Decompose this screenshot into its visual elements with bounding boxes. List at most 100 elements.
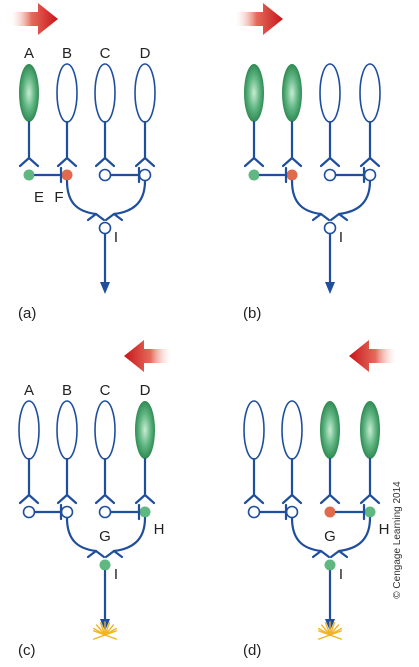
panel-b: I (b) — [235, 3, 381, 322]
ganglion-synapse-right — [104, 549, 124, 559]
burst-ray — [318, 630, 331, 636]
receptor-active — [360, 401, 380, 459]
convergent-axon-left — [65, 516, 98, 553]
bipolar-node-inactive — [60, 505, 74, 519]
ganglion-synapse-right — [329, 549, 349, 559]
ganglion-label: I — [114, 229, 118, 246]
receptor-inactive — [94, 400, 116, 460]
synapse-cup — [134, 156, 156, 168]
bipolar-node-green — [139, 506, 151, 518]
receptor-label: B — [62, 45, 72, 62]
stimulus-arrow-right-icon — [235, 3, 283, 35]
convergent-axon-left — [65, 179, 98, 216]
ganglion-label: I — [339, 566, 343, 583]
receptor-label: A — [24, 45, 34, 62]
output-arrowhead-icon — [100, 282, 110, 294]
ganglion-node-active — [99, 559, 111, 571]
burst-ray — [329, 622, 336, 636]
synapse-cup — [134, 493, 156, 505]
output-arrowhead-icon — [325, 282, 335, 294]
ganglion-label: I — [339, 229, 343, 246]
receptor-active — [244, 64, 264, 122]
bipolar-node-inactive — [363, 168, 377, 182]
receptor-label: C — [100, 45, 111, 62]
burst-ray — [324, 622, 331, 636]
receptor-label: B — [62, 382, 72, 399]
burst-ray — [329, 630, 342, 636]
synapse-cup — [56, 493, 78, 505]
receptor-label: D — [140, 382, 151, 399]
node-label: G — [324, 528, 336, 545]
node-label: E — [34, 189, 44, 206]
synapse-cup — [319, 493, 341, 505]
panel-caption: (c) — [18, 642, 36, 659]
burst-ray — [93, 634, 106, 640]
bipolar-node-red — [61, 169, 73, 181]
synapse-cup — [359, 156, 381, 168]
convergent-axon-right — [112, 179, 147, 216]
receptor-inactive — [243, 400, 265, 460]
bipolar-node-inactive — [138, 168, 152, 182]
firing-burst-icon — [93, 621, 117, 640]
bipolar-node-inactive — [98, 168, 112, 182]
panel-caption: (d) — [243, 642, 261, 659]
synapse-cup — [243, 493, 265, 505]
burst-ray — [104, 630, 117, 636]
burst-ray — [318, 634, 331, 640]
receptor-active — [135, 401, 155, 459]
bipolar-node-inactive — [22, 505, 36, 519]
synapse-cup — [56, 156, 78, 168]
receptor-inactive — [319, 63, 341, 123]
panel-caption: (b) — [243, 305, 261, 322]
ganglion-node-active — [324, 559, 336, 571]
synapse-cup — [18, 493, 40, 505]
receptor-label: D — [140, 45, 151, 62]
burst-ray — [329, 624, 340, 636]
synapse-cup — [281, 493, 303, 505]
convergent-axon-left — [290, 516, 323, 553]
ganglion-synapse-left — [86, 212, 106, 222]
bipolar-node-green — [364, 506, 376, 518]
synapse-cup — [94, 493, 116, 505]
bipolar-node-green — [23, 169, 35, 181]
ganglion-synapse-right — [104, 212, 124, 222]
receptor-inactive — [56, 63, 78, 123]
burst-ray — [104, 624, 115, 636]
ganglion-synapse-left — [311, 212, 331, 222]
receptor-active — [320, 401, 340, 459]
ganglion-synapse-right — [329, 212, 349, 222]
synapse-cup — [243, 156, 265, 168]
bipolar-node-inactive — [98, 505, 112, 519]
burst-ray — [95, 624, 106, 636]
stimulus-arrow-left-icon — [349, 340, 397, 372]
burst-ray — [104, 634, 117, 640]
firing-burst-icon — [318, 621, 342, 640]
receptor-label: A — [24, 382, 34, 399]
burst-ray — [329, 634, 342, 640]
receptor-inactive — [281, 400, 303, 460]
synapse-cup — [18, 156, 40, 168]
node-label: G — [99, 528, 111, 545]
convergent-axon-right — [337, 516, 372, 553]
ganglion-synapse-left — [311, 549, 331, 559]
stimulus-arrow-right-icon — [10, 3, 58, 35]
receptor-active — [282, 64, 302, 122]
node-label: H — [154, 521, 165, 538]
receptor-inactive — [56, 400, 78, 460]
burst-ray — [104, 622, 111, 636]
bipolar-node-red — [286, 169, 298, 181]
burst-ray — [99, 622, 106, 636]
bipolar-node-inactive — [323, 168, 337, 182]
convergent-axon-left — [290, 179, 323, 216]
node-label: H — [379, 521, 390, 538]
ganglion-node-inactive — [323, 221, 337, 235]
synapse-cup — [359, 493, 381, 505]
synapse-cup — [94, 156, 116, 168]
burst-ray — [93, 630, 106, 636]
convergent-axon-right — [337, 179, 372, 216]
receptor-inactive — [18, 400, 40, 460]
ganglion-label: I — [114, 566, 118, 583]
receptor-inactive — [94, 63, 116, 123]
